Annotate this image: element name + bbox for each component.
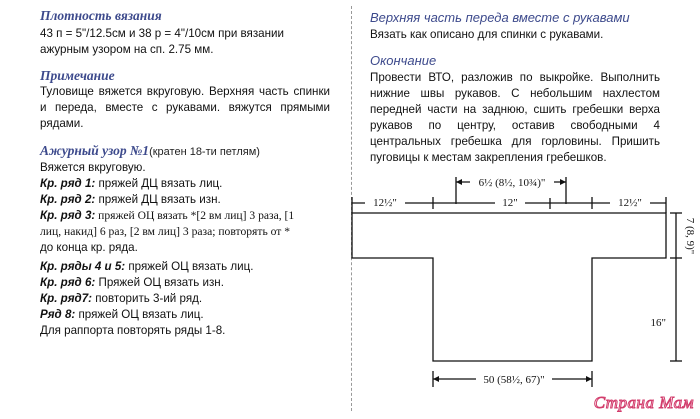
row-1-label: Кр. ряд 1: bbox=[40, 177, 96, 190]
row-2-label: Кр. ряд 2: bbox=[40, 193, 96, 206]
dim-body-height: 16" bbox=[651, 317, 667, 329]
row-3-cont-2: до конца кр. ряда. bbox=[40, 240, 138, 256]
row-6-label: Кр. ряд 6: bbox=[40, 276, 96, 289]
row-3-cont-2-text: до конца кр. ряда. bbox=[40, 241, 138, 254]
row-8: Ряд 8: пряжей ОЦ вязать лиц. bbox=[40, 307, 204, 323]
row-3-text: пряжей ОЦ вязать *[2 вм лиц] 3 раза, [1 bbox=[95, 209, 295, 222]
garment-schematic: 12½" 12" 12½" 6½ (8½, 10¾)" 7 (8, 9)" 16… bbox=[351, 174, 695, 387]
row-4-5-text: пряжей ОЦ вязать лиц. bbox=[125, 260, 254, 273]
row-3-label: Кр. ряд 3: bbox=[40, 209, 96, 222]
gauge-line-1: 43 п = 5"/12.5см и 38 р = 4"/10см при вя… bbox=[40, 27, 284, 40]
pattern-note: (кратен 18-ти петлям) bbox=[149, 146, 260, 158]
dim-center: 12" bbox=[502, 197, 518, 209]
repeat-note-text: Для раппорта повторять ряды 1-8. bbox=[40, 324, 226, 337]
upper-front-text: Вязать как описано для спинки с рукавами… bbox=[370, 28, 604, 41]
repeat-note: Для раппорта повторять ряды 1-8. bbox=[40, 323, 225, 339]
note-text: Туловище вяжется вкруговую. Верхняя част… bbox=[40, 85, 330, 130]
upper-front-title: Верхняя часть переда вместе с рукавами bbox=[370, 10, 630, 25]
dim-sleeve-height: 7 (8, 9)" bbox=[684, 218, 695, 255]
row-7-label: Кр. ряд7: bbox=[40, 292, 93, 305]
finish-text: Провести ВТО, разложив по выкройке. Выпо… bbox=[370, 71, 660, 164]
gauge-title: Плотность вязания bbox=[40, 8, 162, 23]
row-4-5-label: Кр. ряды 4 и 5: bbox=[40, 260, 126, 273]
pattern-title-text: Ажурный узор №1 bbox=[40, 143, 150, 158]
pattern-title: Ажурный узор №1(кратен 18-ти петлям) bbox=[40, 143, 260, 160]
pattern-intro: Вяжется вкруговую. bbox=[40, 161, 146, 174]
row-2-text: пряжей ДЦ вязать изн. bbox=[95, 193, 221, 206]
row-7-text: повторить 3-ий ряд. bbox=[92, 292, 203, 305]
finish-title: Окончание bbox=[370, 53, 437, 68]
dim-width: 50 (58½, 67)" bbox=[483, 374, 544, 386]
row-6: Кр. ряд 6: Пряжей ОЦ вязать изн. bbox=[40, 275, 224, 291]
row-1-text: пряжей ДЦ вязать лиц. bbox=[95, 177, 223, 190]
garment-outline bbox=[351, 212, 667, 362]
dim-sleeve-right: 12½" bbox=[618, 197, 642, 209]
note-title: Примечание bbox=[40, 68, 115, 83]
row-8-text: пряжей ОЦ вязать лиц. bbox=[75, 308, 204, 321]
row-4-5: Кр. ряды 4 и 5: пряжей ОЦ вязать лиц. bbox=[40, 259, 253, 275]
row-7: Кр. ряд7: повторить 3-ий ряд. bbox=[40, 291, 202, 307]
row-2: Кр. ряд 2: пряжей ДЦ вязать изн. bbox=[40, 192, 221, 208]
site-watermark: Страна Мам bbox=[593, 393, 694, 413]
dim-neck: 6½ (8½, 10¾)" bbox=[479, 177, 546, 189]
row-3-cont-1: лиц, накид] 6 раз, [2 вм лиц] 3 раза; по… bbox=[40, 224, 290, 240]
row-6-text: Пряжей ОЦ вязать изн. bbox=[95, 276, 224, 289]
row-8-label: Ряд 8: bbox=[40, 308, 76, 321]
dim-sleeve-left: 12½" bbox=[373, 197, 397, 209]
gauge-line-2: ажурным узором на сп. 2.75 мм. bbox=[40, 43, 214, 56]
row-3: Кр. ряд 3: пряжей ОЦ вязать *[2 вм лиц] … bbox=[40, 208, 294, 224]
row-3-cont-1-text: лиц, накид] 6 раз, [2 вм лиц] 3 раза; по… bbox=[40, 225, 291, 238]
row-1: Кр. ряд 1: пряжей ДЦ вязать лиц. bbox=[40, 176, 222, 192]
